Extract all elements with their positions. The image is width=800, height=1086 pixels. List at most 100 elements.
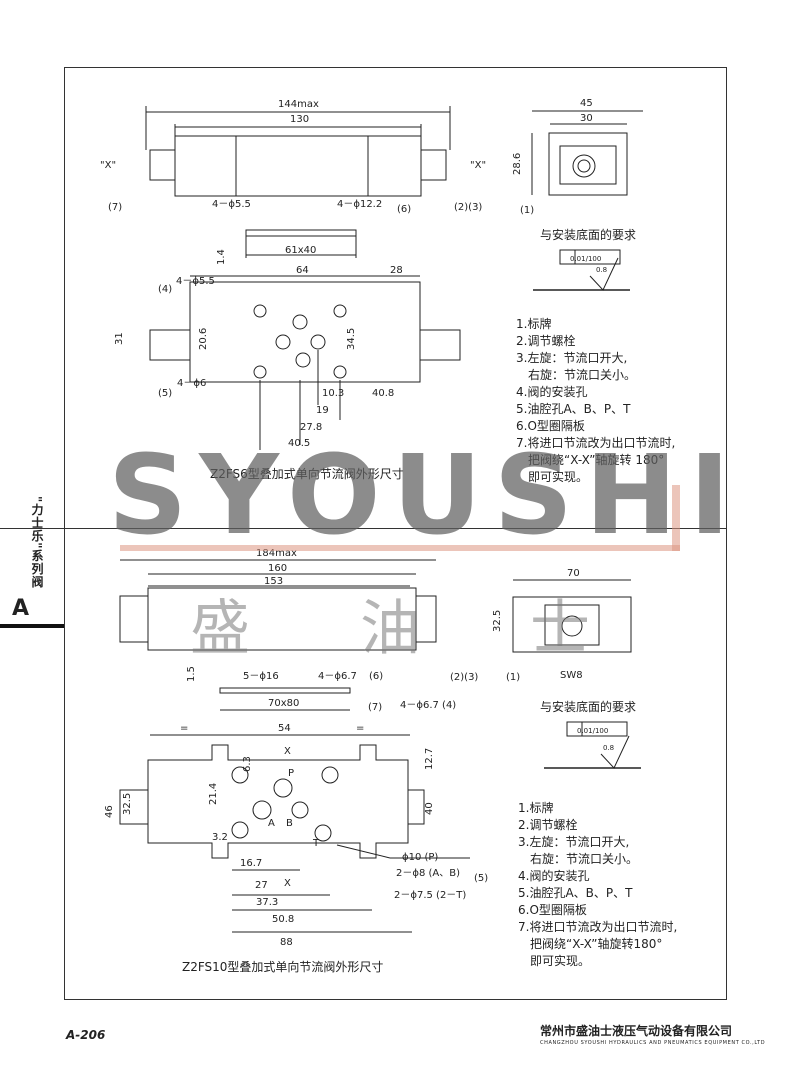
dim-16-7: 16.7 — [240, 858, 262, 869]
dim-144max: 144max — [278, 99, 319, 110]
dim-10-3: 10.3 — [322, 388, 344, 399]
legend-bottom: 1.标牌 2.调节螺栓 3.左旋：节流口开大, 右旋：节流口关小。 4.阀的安装… — [518, 800, 677, 970]
port-p75: 2－ϕ7.5 (2－T) — [394, 890, 466, 901]
port-t: T — [312, 838, 320, 849]
z2fs10-end-view — [512, 596, 632, 653]
dim-28-6: 28.6 — [512, 153, 523, 175]
legend-item: 把阀绕“X-X”轴旋转180° — [518, 937, 663, 951]
legend-item: 1.标牌 — [516, 317, 552, 331]
ref-7: (7) — [108, 202, 122, 213]
rough-top: 0.8 — [596, 266, 607, 274]
watermark-bar-vertical — [672, 485, 680, 551]
z2fs6-body-elevation — [174, 135, 422, 197]
port-p: P — [288, 768, 294, 779]
dim-21-4: 21.4 — [208, 783, 219, 805]
eq-left: = — [180, 723, 188, 734]
dim-12-7: 12.7 — [424, 748, 435, 770]
label-x-right: "X" — [470, 160, 486, 171]
dim-50-8: 50.8 — [272, 914, 294, 925]
z2fs10-plan-view — [147, 744, 409, 859]
section-tab: A — [0, 596, 64, 628]
dim-19: 19 — [316, 405, 329, 416]
dim-28: 28 — [390, 265, 403, 276]
holes-6-7: 4－ϕ6.7 — [318, 671, 357, 682]
legend-item: 5.油腔孔A、B、P、T — [516, 402, 631, 416]
legend-item: 3.左旋：节流口开大, — [516, 351, 628, 365]
dim-31: 31 — [114, 332, 125, 345]
rough-bottom: 0.8 — [603, 744, 614, 752]
ref-5-b: (5) — [474, 873, 488, 884]
legend-item: 7.将进口节流改为出口节流时, — [518, 920, 678, 934]
dim-27: 27 — [255, 880, 268, 891]
legend-item: 右旋：节流口关小。 — [516, 368, 637, 382]
section-divider — [0, 528, 727, 529]
dim-1-5: 1.5 — [186, 666, 197, 682]
dim-20-6: 20.6 — [198, 328, 209, 350]
dim-37-3: 37.3 — [256, 897, 278, 908]
port-a: A — [268, 818, 275, 829]
watermark-char: 盛 — [190, 594, 250, 664]
dim-40: 40 — [424, 802, 435, 815]
mount-title-top: 与安装底面的要求 — [540, 228, 637, 242]
holes-6-7-4: 4－ϕ6.7 (4) — [400, 700, 456, 711]
dim-32-5-end: 32.5 — [492, 610, 503, 632]
dim-88: 88 — [280, 937, 293, 948]
z2fs6-adjust-left — [149, 149, 176, 181]
dim-46: 46 — [104, 805, 115, 818]
legend-item: 1.标牌 — [518, 801, 554, 815]
dim-160: 160 — [268, 563, 287, 574]
legend-item: 6.O型圈隔板 — [516, 419, 585, 433]
dim-40-8: 40.8 — [372, 388, 394, 399]
z2fs6-plate — [245, 229, 357, 237]
caption-z2fs10: Z2FS10型叠加式单向节流阀外形尺寸 — [182, 960, 384, 974]
dim-plate: 61x40 — [285, 245, 316, 256]
z2fs6-end-view — [548, 132, 628, 196]
dim-plate-b: 70x80 — [268, 698, 299, 709]
port-b: B — [286, 818, 293, 829]
ref-5: (5) — [158, 388, 172, 399]
dim-184max: 184max — [256, 548, 297, 559]
ref-2-3: (2)(3) — [454, 202, 482, 213]
legend-top: 1.标牌 2.调节螺栓 3.左旋：节流口开大, 右旋：节流口关小。 4.阀的安装… — [516, 316, 675, 486]
legend-item: 即可实现。 — [518, 954, 591, 968]
dim-40-5: 40.5 — [288, 438, 310, 449]
port-p8: 2－ϕ8 (A、B) — [396, 868, 460, 879]
ref-6: (6) — [397, 204, 411, 215]
z2fs6-adjust-right — [420, 149, 447, 181]
holes-55: 4－ϕ5.5 — [212, 199, 251, 210]
series-label: "力士乐"系列阀 — [30, 496, 44, 589]
eq-right: = — [356, 723, 364, 734]
legend-item: 4.阀的安装孔 — [516, 385, 588, 399]
watermark-bar — [120, 545, 680, 551]
dim-3-2: 3.2 — [212, 832, 228, 843]
dim-54: 54 — [278, 723, 291, 734]
holes-4-6: 4－ϕ6 — [177, 378, 206, 389]
legend-item: 右旋：节流口关小。 — [518, 852, 639, 866]
company-name: 常州市盛油士液压气动设备有限公司 — [540, 1024, 733, 1038]
dim-45: 45 — [580, 98, 593, 109]
dim-32-5: 32.5 — [122, 793, 133, 815]
holes-16: 5－ϕ16 — [243, 671, 279, 682]
ref-6-b: (6) — [369, 671, 383, 682]
watermark-char: 油 — [360, 594, 420, 664]
legend-item: 6.O型圈隔板 — [518, 903, 587, 917]
ref-7-b: (7) — [368, 702, 382, 713]
sw8: SW8 — [560, 670, 583, 681]
flatness-top: 0.01/100 — [570, 255, 601, 263]
dim-30: 30 — [580, 113, 593, 124]
mount-title-bottom: 与安装底面的要求 — [540, 700, 637, 714]
caption-z2fs6: Z2FS6型叠加式单向节流阀外形尺寸 — [210, 467, 404, 481]
port-p10: ϕ10 (P) — [402, 852, 438, 863]
ref-4: (4) — [158, 284, 172, 295]
dim-6-3: 6.3 — [242, 756, 253, 772]
label-x-bottom: X — [284, 878, 291, 889]
legend-item: 3.左旋：节流口开大, — [518, 835, 630, 849]
legend-item: 把阀绕“X-X”轴旋转 180° — [516, 453, 665, 467]
holes-4-55: 4－ϕ5.5 — [176, 276, 215, 287]
label-x-left: "X" — [100, 160, 116, 171]
dim-1-4: 1.4 — [216, 249, 227, 265]
dim-27-8: 27.8 — [300, 422, 322, 433]
watermark-char: 士 — [530, 594, 590, 664]
watermark-text: SYOUSHI — [108, 431, 742, 559]
